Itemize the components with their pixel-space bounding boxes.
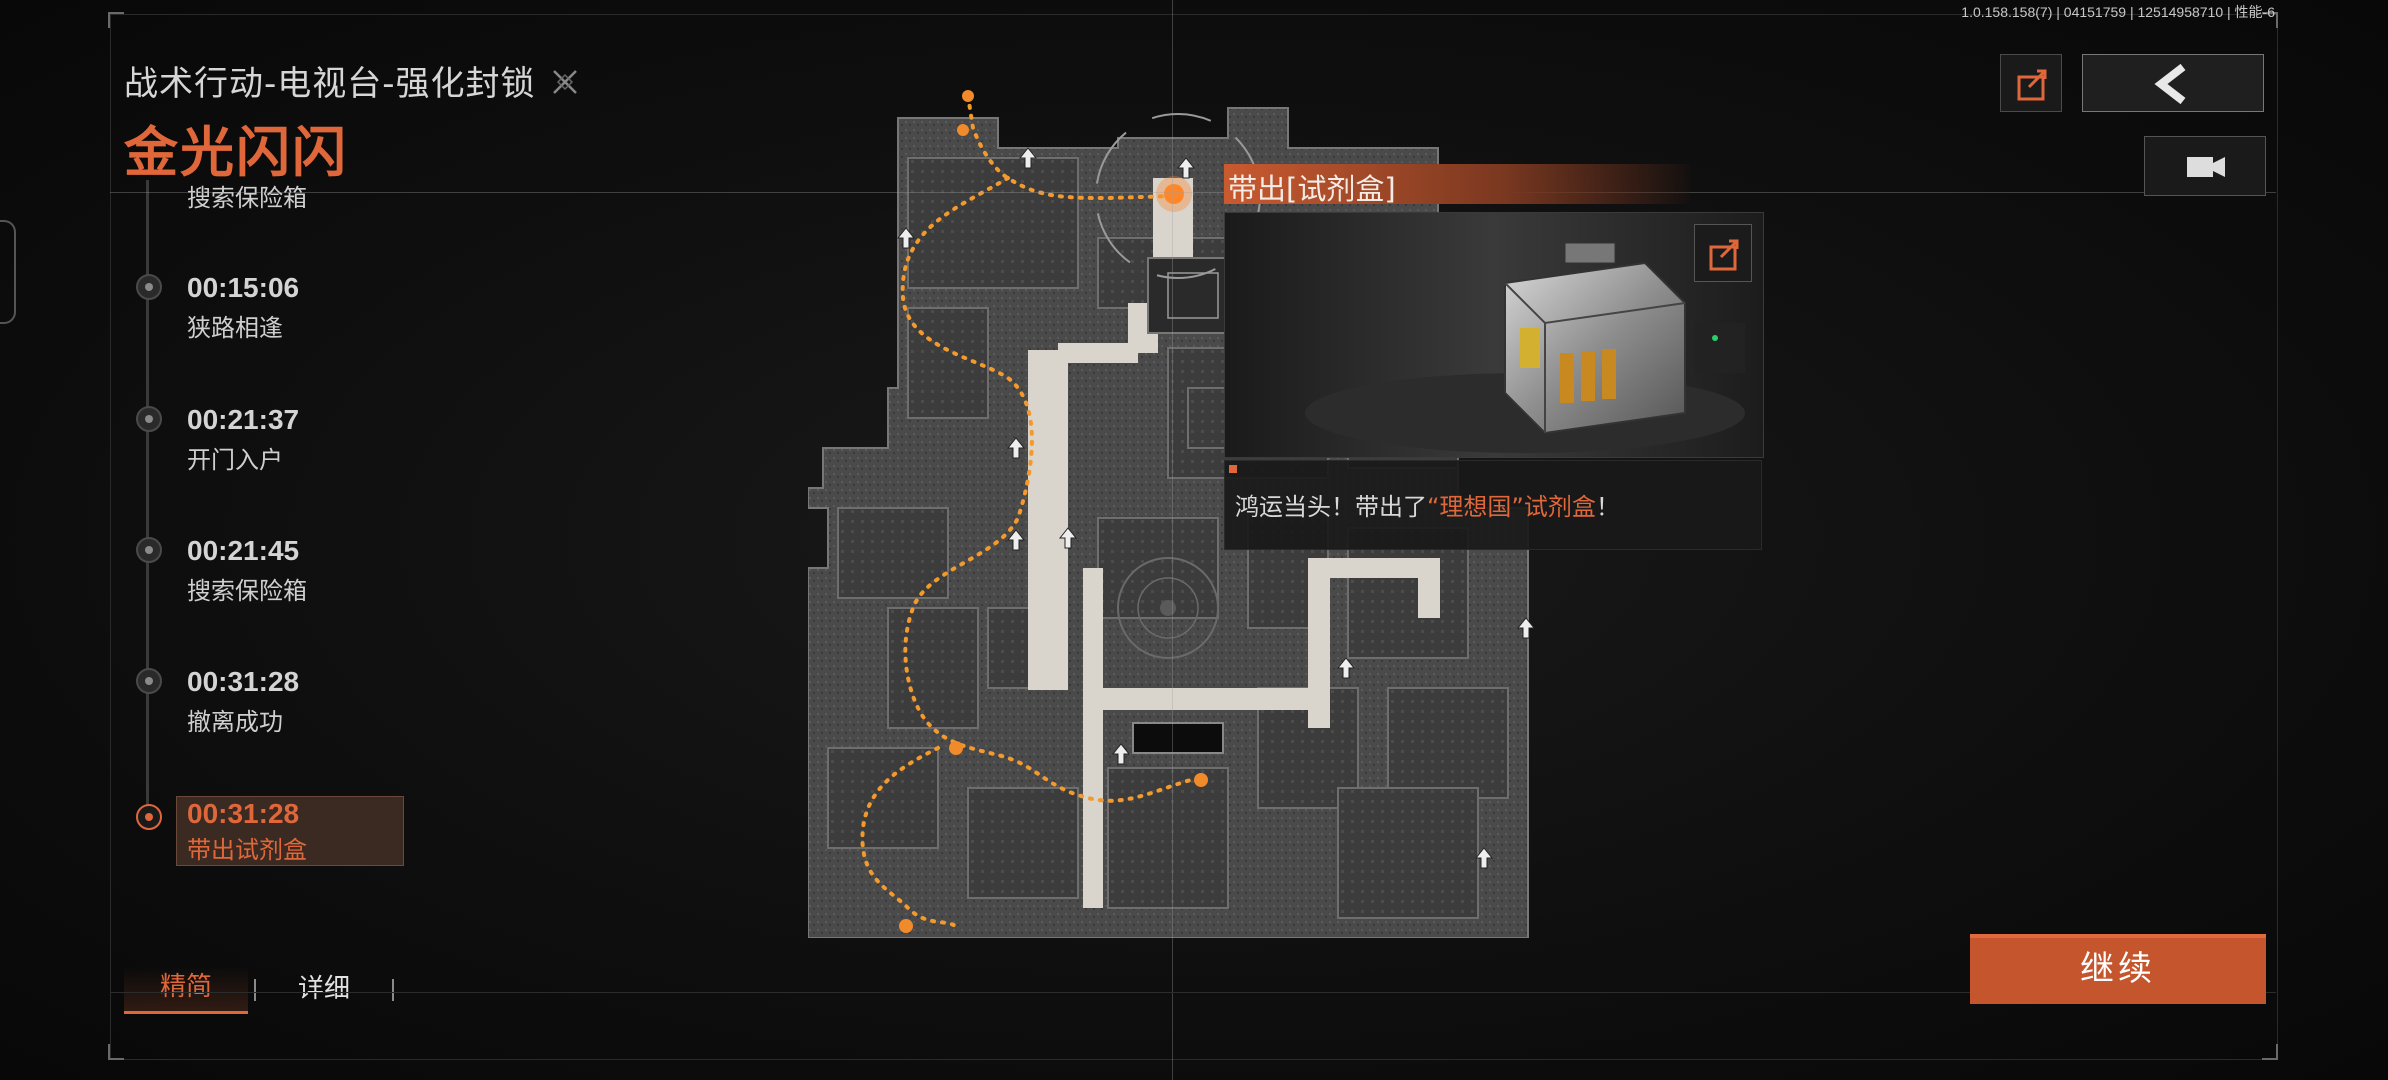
event-popup-header: 带出[试剂盒] [1224,164,1690,206]
version-info: 1.0.158.158(7) | 04151759 | 12514958710 … [1961,4,2275,20]
timeline-event[interactable]: 00:21:45 搜索保险箱 [124,535,404,605]
message-highlight: “理想国”试剂盒 [1427,493,1596,521]
timeline-dot-icon [136,274,162,300]
event-label: 狭路相逢 [187,314,283,342]
close-x-icon [550,66,580,96]
event-label: 撤离成功 [187,708,283,736]
replay-video-button[interactable] [2144,136,2266,196]
event-time: 00:15:06 [187,272,300,303]
timeline-dot-icon [136,406,162,432]
tab-detail[interactable]: 详细 [298,973,351,1004]
side-handle[interactable] [0,220,16,324]
event-label: 搜索保险箱 [187,184,307,212]
frame-corner [2262,1044,2278,1060]
event-time: 00:31:28 [187,666,300,697]
player-name: 金光闪闪 [124,121,348,184]
event-label: 开门入户 [187,446,283,474]
crosshair-vertical [1172,0,1173,1080]
crosshair-horizontal [110,192,2276,193]
back-arrow-icon [2154,63,2186,105]
event-label: 搜索保险箱 [187,577,307,605]
event-time: 00:31:28 [187,798,300,829]
event-time: 00:21:45 [187,535,300,566]
tab-divider [254,979,257,1001]
video-camera-icon [2187,157,2225,177]
event-popup-title: 带出[试剂盒] [1228,172,1396,206]
message-marker-icon [1229,465,1237,473]
continue-button-label: 继续 [2080,949,2156,989]
back-button[interactable] [2082,54,2264,112]
share-icon[interactable] [1694,224,1752,282]
message-suffix: ！ [1595,493,1620,521]
mission-title-text: 战术行动-电视台-强化封锁 [124,64,536,104]
message-prefix: 鸿运当头！带出了 [1235,493,1427,521]
continue-button[interactable]: 继续 [1970,934,2266,1004]
frame-corner [108,12,124,28]
timeline-dot-icon [136,537,162,563]
share-button[interactable] [2000,54,2062,112]
timeline-event[interactable]: 00:15:06 狭路相逢 [124,272,404,342]
view-tabs: 精简 详细 [124,966,400,1014]
timeline-event-active[interactable]: 00:31:28 带出试剂盒 [124,796,404,866]
event-label: 带出试剂盒 [187,836,307,864]
timeline-event[interactable]: 00:21:37 开门入户 [124,404,404,474]
timeline-event[interactable]: 00:31:28 撤离成功 [124,666,404,736]
hud-frame [110,14,2278,1060]
mission-title: 战术行动-电视台-强化封锁 [124,56,580,105]
popup-message-text: 鸿运当头！带出了“理想国”试剂盒！ [1235,487,1620,522]
test-kit-case-icon [1504,242,1686,435]
timeline-dot-active-icon [136,804,162,830]
timeline-track [146,180,149,820]
timeline-dot-icon [136,668,162,694]
frame-corner [2262,12,2278,28]
tab-brief[interactable]: 精简 [124,966,249,1014]
tab-divider [392,979,395,1001]
active-event-highlight [176,796,404,866]
share-icon [2017,69,2047,101]
frame-corner [108,1044,124,1060]
item-image [1224,212,1764,458]
event-popup-message: 鸿运当头！带出了“理想国”试剂盒！ [1224,460,1762,550]
event-time: 00:21:37 [187,404,300,435]
bottom-rule [110,992,2276,993]
